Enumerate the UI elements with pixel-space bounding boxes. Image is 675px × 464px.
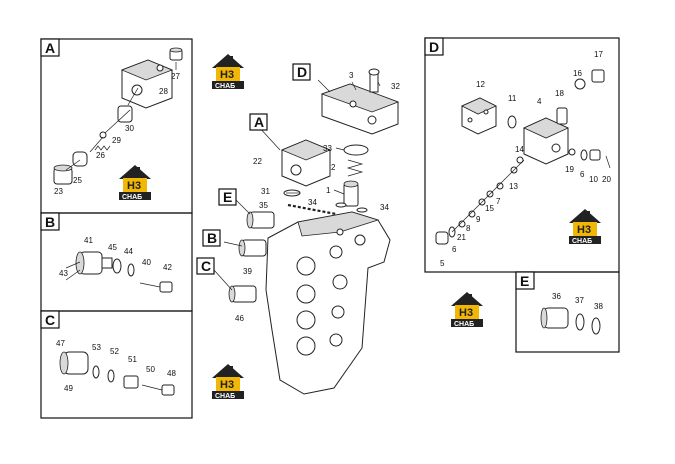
box-d-label: D	[429, 39, 439, 55]
logo-mark: H3	[459, 307, 473, 319]
part-label: 40	[142, 258, 151, 267]
part-label: 38	[594, 302, 603, 311]
part-label: 42	[163, 263, 172, 272]
detail-c	[59, 351, 175, 396]
brand-logo: H3 СНАБ	[212, 54, 244, 90]
logo-mark: H3	[577, 224, 591, 236]
box-a-label: A	[45, 40, 55, 56]
box-e-label: E	[520, 273, 529, 289]
brand-logo: H3 СНАБ	[569, 209, 601, 245]
part-label: 44	[124, 247, 133, 256]
logo-caption: СНАБ	[454, 321, 474, 328]
part-label: 30	[125, 124, 134, 133]
part-label: 45	[108, 243, 117, 252]
part-label: 2	[331, 163, 336, 172]
part-numbers: 27 28 30 29 26 25 23 41 45 44 40 42 43 4…	[54, 50, 611, 393]
part-label: 41	[84, 236, 93, 245]
part-label: 27	[171, 72, 180, 81]
main-valve-assembly	[213, 68, 400, 395]
part-label: 19	[565, 165, 574, 174]
brand-logos: H3 СНАБ H3 СНАБ H3 СНАБ H3 СНАБ H3 СНАБ	[119, 54, 601, 400]
logo-mark: H3	[220, 69, 234, 81]
brand-logo: H3 СНАБ	[451, 292, 483, 328]
part-label: 13	[509, 182, 518, 191]
box-b-label: B	[45, 214, 55, 230]
part-label: 22	[253, 157, 262, 166]
main-callouts: D A E B C	[196, 63, 311, 275]
part-label: 12	[476, 80, 485, 89]
callout-b: B	[207, 230, 217, 246]
part-label: 33	[323, 144, 332, 153]
brand-logo: H3 СНАБ	[212, 364, 244, 400]
callout-a: A	[254, 114, 264, 130]
callout-d: D	[297, 64, 307, 80]
part-label: 14	[515, 145, 524, 154]
part-label: 26	[96, 151, 105, 160]
part-label: 11	[508, 94, 517, 103]
part-label: 48	[167, 369, 176, 378]
logo-mark: H3	[220, 379, 234, 391]
part-label: 7	[496, 197, 501, 206]
detail-a	[53, 47, 183, 185]
part-label: 28	[159, 87, 168, 96]
part-label: 6	[452, 245, 457, 254]
callout-e: E	[223, 189, 232, 205]
part-label: 46	[235, 314, 244, 323]
part-label: 1	[326, 186, 331, 195]
detail-frames: A B C D E	[40, 37, 620, 419]
part-label: 51	[128, 355, 137, 364]
part-label: 21	[457, 233, 466, 242]
part-label: 16	[573, 69, 582, 78]
part-label: 31	[261, 187, 270, 196]
part-label: 47	[56, 339, 65, 348]
callout-c: C	[201, 258, 211, 274]
part-label: 29	[112, 136, 121, 145]
box-e-frame	[515, 271, 620, 353]
box-c-frame	[40, 310, 193, 419]
part-label: 34	[308, 198, 317, 207]
part-label: 5	[440, 259, 445, 268]
part-label: 39	[243, 267, 252, 276]
part-label: 20	[602, 175, 611, 184]
brand-logo: H3 СНАБ	[119, 165, 151, 201]
detail-b	[65, 251, 173, 293]
part-label: 15	[485, 204, 494, 213]
part-label: 43	[59, 269, 68, 278]
part-label: 52	[110, 347, 119, 356]
part-label: 37	[575, 296, 584, 305]
logo-caption: СНАБ	[572, 238, 592, 245]
logo-mark: H3	[127, 180, 141, 192]
part-label: 50	[146, 365, 155, 374]
detail-d	[435, 69, 611, 245]
logo-caption: СНАБ	[215, 393, 235, 400]
part-label: 34	[380, 203, 389, 212]
part-label: 8	[466, 224, 471, 233]
part-label: 6	[580, 170, 585, 179]
box-c-label: C	[45, 312, 55, 328]
part-label: 32	[391, 82, 400, 91]
part-label: 3	[349, 71, 354, 80]
detail-e	[540, 307, 601, 335]
part-label: 25	[73, 176, 82, 185]
part-label: 49	[64, 384, 73, 393]
part-label: 35	[259, 201, 268, 210]
box-a-frame	[40, 38, 193, 214]
part-label: 4	[537, 97, 542, 106]
part-label: 18	[555, 89, 564, 98]
part-label: 36	[552, 292, 561, 301]
logo-caption: СНАБ	[215, 83, 235, 90]
logo-caption: СНАБ	[122, 194, 142, 201]
part-label: 23	[54, 187, 63, 196]
part-label: 53	[92, 343, 101, 352]
part-label: 9	[476, 215, 481, 224]
part-label: 17	[594, 50, 603, 59]
part-label: 10	[589, 175, 598, 184]
